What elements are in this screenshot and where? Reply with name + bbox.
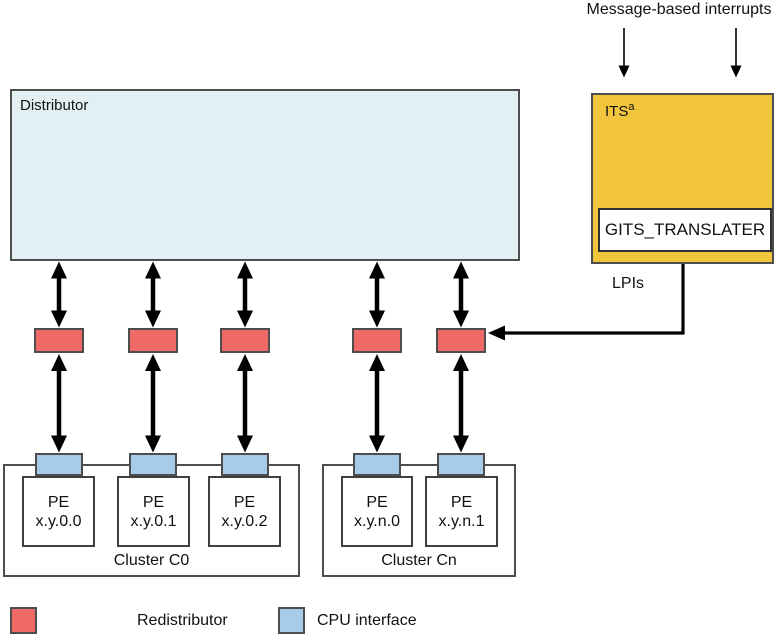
gits-translater-box: GITS_TRANSLATER — [598, 208, 772, 252]
redistributor-cpu-arrow — [369, 354, 385, 453]
redistributor-box — [34, 328, 84, 353]
pe-box: PE x.y.n.0 — [341, 476, 413, 547]
redistributor-cpu-arrow — [51, 354, 67, 453]
distributor-redistributor-arrow — [145, 261, 161, 328]
distributor-redistributor-arrow — [237, 261, 253, 328]
message-interrupt-arrow — [730, 28, 742, 78]
cpu-interface-legend-swatch — [278, 607, 305, 634]
distributor-redistributor-arrow — [453, 261, 469, 328]
cpu-interface-box — [129, 453, 177, 476]
distributor-label: Distributor — [20, 97, 89, 114]
redistributor-cpu-arrow — [237, 354, 253, 453]
pe-box: PE x.y.0.2 — [208, 476, 281, 547]
cpu-interface-legend-label: CPU interface — [317, 612, 417, 629]
pe-box: PE x.y.0.1 — [117, 476, 190, 547]
message-based-interrupts-label: Message-based interrupts — [586, 1, 772, 18]
gits-translater-label: GITS_TRANSLATER — [604, 220, 766, 239]
message-interrupt-arrow — [618, 28, 630, 78]
its-label: ITSa — [605, 101, 635, 120]
pe-box: PE x.y.0.0 — [22, 476, 95, 547]
distributor-box: Distributor — [10, 89, 520, 261]
redistributor-cpu-arrow — [453, 354, 469, 453]
redistributor-box — [128, 328, 178, 353]
its-footnote-marker: a — [628, 101, 635, 113]
distributor-redistributor-arrow — [369, 261, 385, 328]
redistributor-legend-swatch — [10, 607, 37, 634]
distributor-redistributor-arrow — [51, 261, 67, 328]
redistributor-box — [436, 328, 486, 353]
its-box: ITSa GITS_TRANSLATER — [591, 93, 774, 264]
cluster-cn-label: Cluster Cn — [381, 552, 457, 569]
redistributor-cpu-arrow — [145, 354, 161, 453]
cpu-interface-box — [353, 453, 401, 476]
cpu-interface-box — [437, 453, 485, 476]
cpu-interface-box — [35, 453, 83, 476]
pe-box: PE x.y.n.1 — [425, 476, 498, 547]
cpu-interface-box — [221, 453, 269, 476]
redistributor-legend-label: Redistributor — [137, 612, 228, 629]
lpis-label: LPIs — [612, 275, 645, 292]
redistributor-box — [220, 328, 270, 353]
redistributor-box — [352, 328, 402, 353]
cluster-c0-label: Cluster C0 — [113, 552, 190, 569]
